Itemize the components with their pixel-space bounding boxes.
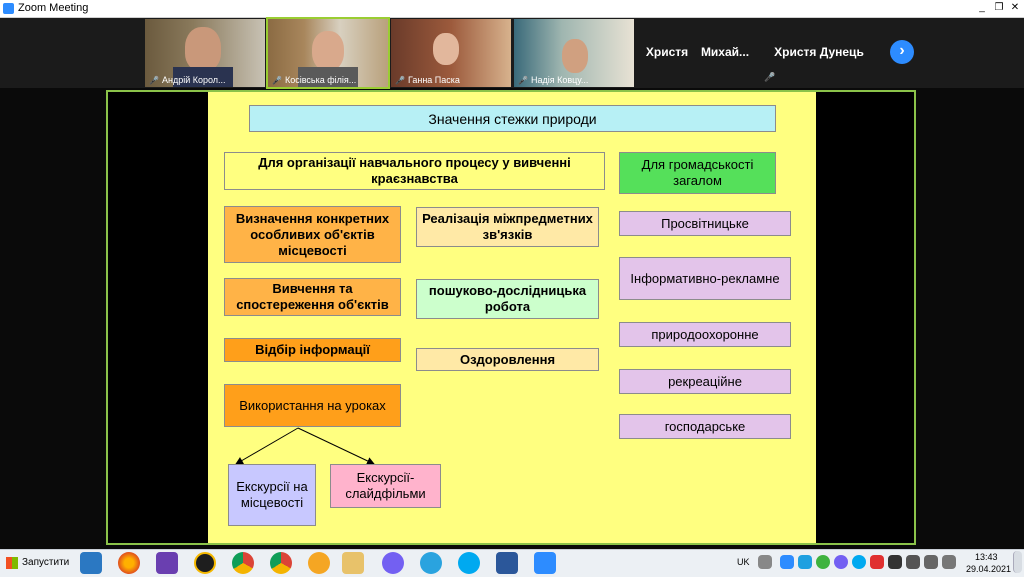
goal-box: Використання на уроках	[224, 384, 401, 427]
muted-mic-icon: 🎤	[518, 76, 528, 85]
muted-mic-icon: 🎤	[272, 76, 282, 85]
tray-app-icon[interactable]	[852, 555, 866, 569]
face-shape	[185, 27, 221, 71]
goal-box: Визначення конкретних особливих об'єктів…	[224, 206, 401, 263]
media-player-icon[interactable]	[80, 552, 102, 574]
muted-mic-icon: 🎤	[395, 76, 405, 85]
excursion-box: Екскурсії на місцевості	[228, 464, 316, 526]
slide-title: Значення стежки природи	[249, 105, 776, 132]
tray-app-icon[interactable]	[798, 555, 812, 569]
public-goal-box: господарське	[619, 414, 791, 439]
clock-time[interactable]: 13:43	[975, 552, 998, 562]
goal-box: Вивчення та спостереження об'єктів	[224, 278, 401, 316]
face-shape	[433, 33, 459, 65]
participant-name-tile[interactable]: Христя	[637, 19, 697, 87]
app-icon[interactable]	[308, 552, 330, 574]
participant-video-tile[interactable]: 🎤Ганна Паска	[391, 19, 511, 87]
start-button[interactable]: Запустити	[2, 553, 75, 573]
folder-icon[interactable]	[342, 552, 364, 574]
minimize-icon[interactable]: _	[979, 2, 985, 13]
participant-name-tile[interactable]: Михай...	[697, 19, 753, 87]
muted-mic-icon: 🎤	[764, 72, 776, 82]
face-shape	[312, 31, 344, 71]
tray-app-icon[interactable]	[780, 555, 794, 569]
volume-icon[interactable]	[942, 555, 956, 569]
window-title: Zoom Meeting	[18, 2, 89, 14]
goal-box: Оздоровлення	[416, 348, 599, 371]
muted-mic-icon: 🎤	[149, 76, 159, 85]
clock-date[interactable]: 29.04.2021	[966, 564, 1012, 574]
goal-box: Відбір інформації	[224, 338, 401, 362]
tray-app-icon[interactable]	[816, 555, 830, 569]
language-indicator[interactable]: UK	[737, 557, 750, 567]
goal-box: Реалізація міжпредметних зв'язків	[416, 207, 599, 247]
public-goal-box: природоохоронне	[619, 322, 791, 347]
chrome-icon[interactable]	[232, 552, 254, 574]
right-header: Для громадськості загалом	[619, 152, 776, 194]
windows-flag-icon	[6, 557, 18, 569]
participant-name-tile[interactable]: Христя Дунець 🎤	[760, 19, 878, 87]
tray-app-icon[interactable]	[888, 555, 902, 569]
tray-app-icon[interactable]	[870, 555, 884, 569]
participant-video-tile[interactable]: 🎤Надія Ковцу...	[514, 19, 634, 87]
firefox-icon[interactable]	[118, 552, 140, 574]
word-icon[interactable]	[496, 552, 518, 574]
participant-name: 🎤Косівська філія...	[272, 75, 357, 85]
shirt-shape	[173, 67, 233, 87]
next-page-button[interactable]: ›	[890, 40, 914, 64]
viber-icon[interactable]	[382, 552, 404, 574]
shirt-shape	[298, 67, 358, 87]
chrome-profile-icon[interactable]	[270, 552, 292, 574]
start-label: Запустити	[22, 557, 70, 568]
connector-lines	[235, 427, 375, 465]
chevron-right-icon: ›	[899, 42, 905, 59]
participant-video-tile[interactable]: 🎤Андрій Корол...	[145, 19, 265, 87]
face-shape	[562, 39, 588, 73]
excursion-box: Екскурсії-слайдфільми	[330, 464, 441, 508]
participant-video-tile-active[interactable]: 🎤Косівська філія...	[266, 17, 390, 89]
participant-name: 🎤Ганна Паска	[395, 75, 460, 85]
tray-app-icon[interactable]	[834, 555, 848, 569]
public-goal-box: Інформативно-рекламне	[619, 257, 791, 300]
zoom-app-icon	[3, 3, 14, 14]
zoom-taskbar-icon[interactable]	[534, 552, 556, 574]
telegram-icon[interactable]	[420, 552, 442, 574]
visual-studio-icon[interactable]	[156, 552, 178, 574]
goal-box: пошуково-дослідницька робота	[416, 279, 599, 319]
participant-name: Христя	[645, 45, 689, 59]
flag-icon[interactable]	[906, 555, 920, 569]
public-goal-box: Просвітницьке	[619, 211, 791, 236]
keyboard-icon[interactable]	[758, 555, 772, 569]
participant-name: 🎤Надія Ковцу...	[518, 75, 589, 85]
participant-name: Христя Дунець	[774, 45, 864, 59]
participant-name: 🎤Андрій Корол...	[149, 75, 226, 85]
show-desktop-button[interactable]	[1013, 551, 1022, 573]
participant-name: Михай...	[700, 45, 750, 59]
close-icon[interactable]: ✕	[1010, 2, 1020, 13]
window-titlebar: Zoom Meeting _ ❐ ✕	[0, 0, 1024, 18]
public-goal-box: рекреаційне	[619, 369, 791, 394]
archicad-icon[interactable]	[194, 552, 216, 574]
network-icon[interactable]	[924, 555, 938, 569]
left-header: Для організації навчального процесу у ви…	[224, 152, 605, 190]
restore-icon[interactable]: ❐	[994, 2, 1004, 13]
arrow-left	[235, 427, 299, 465]
skype-icon[interactable]	[458, 552, 480, 574]
arrow-right	[297, 427, 375, 465]
